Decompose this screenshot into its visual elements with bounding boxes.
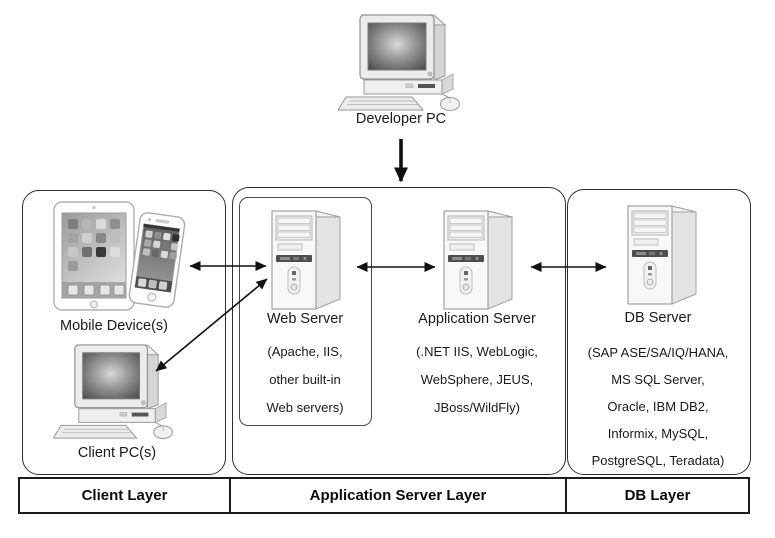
developer-pc-label: Developer PC (355, 111, 447, 127)
client-layer-cell: Client Layer (81, 487, 168, 504)
developer-pc-icon (338, 12, 468, 114)
db-server-icon (618, 196, 706, 308)
client-pc-label: Client PC(s) (77, 445, 157, 461)
tablet-icon (52, 200, 136, 312)
application-server-layer-cell: Application Server Layer (229, 479, 567, 512)
db-server-products: (SAP ASE/SA/IQ/HANA, MS SQL Server, Orac… (587, 345, 729, 468)
web-server-icon (262, 201, 350, 313)
application-server-icon (434, 201, 522, 313)
mobile-devices-label: Mobile Device(s) (60, 318, 168, 334)
application-server-products: (.NET IIS, WebLogic, WebSphere, JEUS, JB… (416, 344, 538, 415)
web-server-products: (Apache, IIS, other built-in Web servers… (266, 344, 344, 415)
db-layer-box (567, 189, 751, 475)
client-pc-icon (52, 342, 182, 442)
layer-legend-bar: Client Layer Application Server Layer DB… (18, 477, 750, 514)
application-server-title: Application Server (418, 311, 536, 327)
db-layer-cell: DB Layer (624, 487, 691, 504)
db-server-title: DB Server (624, 310, 692, 326)
web-server-title: Web Server (266, 311, 344, 327)
